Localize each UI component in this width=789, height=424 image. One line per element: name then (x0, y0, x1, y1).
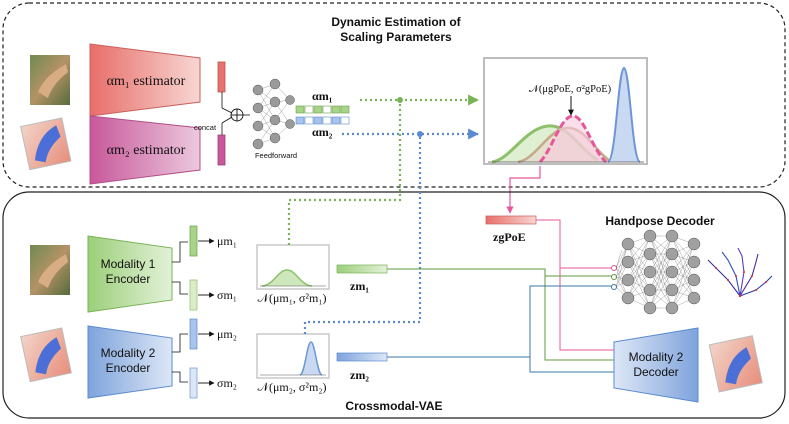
network-edge (627, 253, 651, 299)
network-node (687, 255, 701, 269)
network-node (621, 255, 635, 269)
concat-label: concat (194, 123, 217, 132)
network-node (643, 283, 657, 297)
z-m2-vector (336, 352, 388, 362)
network-edge (649, 253, 673, 309)
network-input-edge (615, 243, 629, 288)
alpha1-estimator-label: αm₁ estimator (107, 74, 186, 89)
network-node (621, 273, 635, 287)
modality1-encoder-block (87, 235, 173, 313)
rgb-hand-image-bottom (30, 245, 70, 295)
encoder1-label-line2: Encoder (106, 272, 151, 286)
poe-curves (488, 66, 644, 164)
sigma-m2-label: σm₂ (217, 376, 237, 390)
alpha2-estimator-block (89, 115, 201, 185)
concat-operator-icon (230, 108, 244, 122)
encoder1-label-line1: Modality 1 (101, 257, 156, 271)
poe-formula-label: 𝒩(μgPoE, σ²gPoE) (529, 84, 612, 95)
network-node (687, 237, 701, 251)
network-edge (627, 235, 651, 281)
mu-m2-vector (189, 318, 198, 350)
network-edge (627, 235, 651, 299)
decoder2-label-line1: Modality 2 (629, 350, 684, 364)
dist-m1-to-alpha-line (287, 100, 402, 245)
network-node (687, 273, 701, 287)
z-m2-label: zm₂ (350, 368, 369, 382)
handpose-decoder-network (615, 229, 701, 315)
network-edge (649, 271, 673, 309)
rgb-hand-image-top (30, 55, 70, 105)
z-gpoe-label: zgPoE (493, 230, 526, 244)
alpha-m1-label: αm₁ (312, 89, 333, 103)
mu-m2-label: μm₂ (217, 327, 237, 341)
depth-hand-image-bottom (20, 327, 72, 383)
alpha-m2-label: αm₂ (312, 125, 333, 139)
dist-m1-label: 𝒩(μm₁, σ²m₁) (257, 291, 326, 305)
network-node (621, 291, 635, 305)
dist-m2-to-alpha-line (303, 134, 422, 334)
modality2-decoder-block (613, 327, 699, 403)
modality2-encoder-block (87, 325, 173, 399)
depth-hand-image-top (20, 117, 72, 171)
network-edge (649, 235, 673, 291)
sigma-m2-vector (189, 367, 198, 399)
hand-skeleton-output (707, 247, 773, 298)
network-node (665, 283, 679, 297)
network-node (643, 229, 657, 243)
network-node (643, 301, 657, 315)
latent-connection-lines (387, 219, 614, 373)
z-m1-vector (336, 264, 388, 274)
network-node (665, 229, 679, 243)
depth-hand-image-output (708, 335, 763, 393)
alpha1-estimator-block (89, 43, 201, 117)
network-node (665, 247, 679, 261)
alpha2-feature-vector (217, 134, 226, 166)
network-node (665, 301, 679, 315)
alpha2-estimator-label: αm₂ estimator (107, 143, 186, 158)
top-panel-title-line2: Scaling Parameters (340, 30, 452, 44)
encoder1-output-branches (172, 241, 188, 295)
network-node (687, 291, 701, 305)
sigma-m1-label: σm₁ (217, 288, 237, 302)
network-node (665, 265, 679, 279)
network-node (621, 237, 635, 251)
network-node (643, 247, 657, 261)
feedforward-label: Feedforward (255, 151, 297, 160)
network-edge (649, 235, 673, 309)
sigma-m1-vector (189, 279, 198, 311)
encoder2-label-line2: Encoder (106, 361, 151, 375)
alpha-output-vectors (295, 105, 350, 125)
feedforward-network (252, 78, 295, 150)
top-panel-frame (2, 2, 786, 188)
mu-m1-vector (189, 225, 198, 257)
poe-to-z-arrow (506, 166, 541, 214)
top-panel-title-line1: Dynamic Estimation of (331, 15, 461, 29)
encoder2-label-line1: Modality 2 (101, 346, 156, 360)
bottom-panel-title: Crossmodal-VAE (345, 399, 442, 413)
encoder2-output-branches (172, 333, 188, 383)
bottom-panel-frame (2, 191, 786, 419)
z-m1-label: zm₁ (350, 279, 369, 293)
network-node (643, 265, 657, 279)
dist-m2-label: 𝒩(μm₂, σ²m₂) (257, 380, 326, 394)
decoder2-label-line2: Decoder (633, 365, 678, 379)
z-gpoe-vector (485, 215, 537, 225)
network-edge (671, 261, 695, 309)
mu-m1-label: μm₁ (217, 234, 237, 248)
network-edge (671, 243, 695, 309)
handpose-decoder-title: Handpose Decoder (605, 214, 715, 228)
alpha1-feature-vector (217, 61, 226, 93)
network-edge (649, 235, 673, 273)
network-edge (671, 243, 695, 291)
